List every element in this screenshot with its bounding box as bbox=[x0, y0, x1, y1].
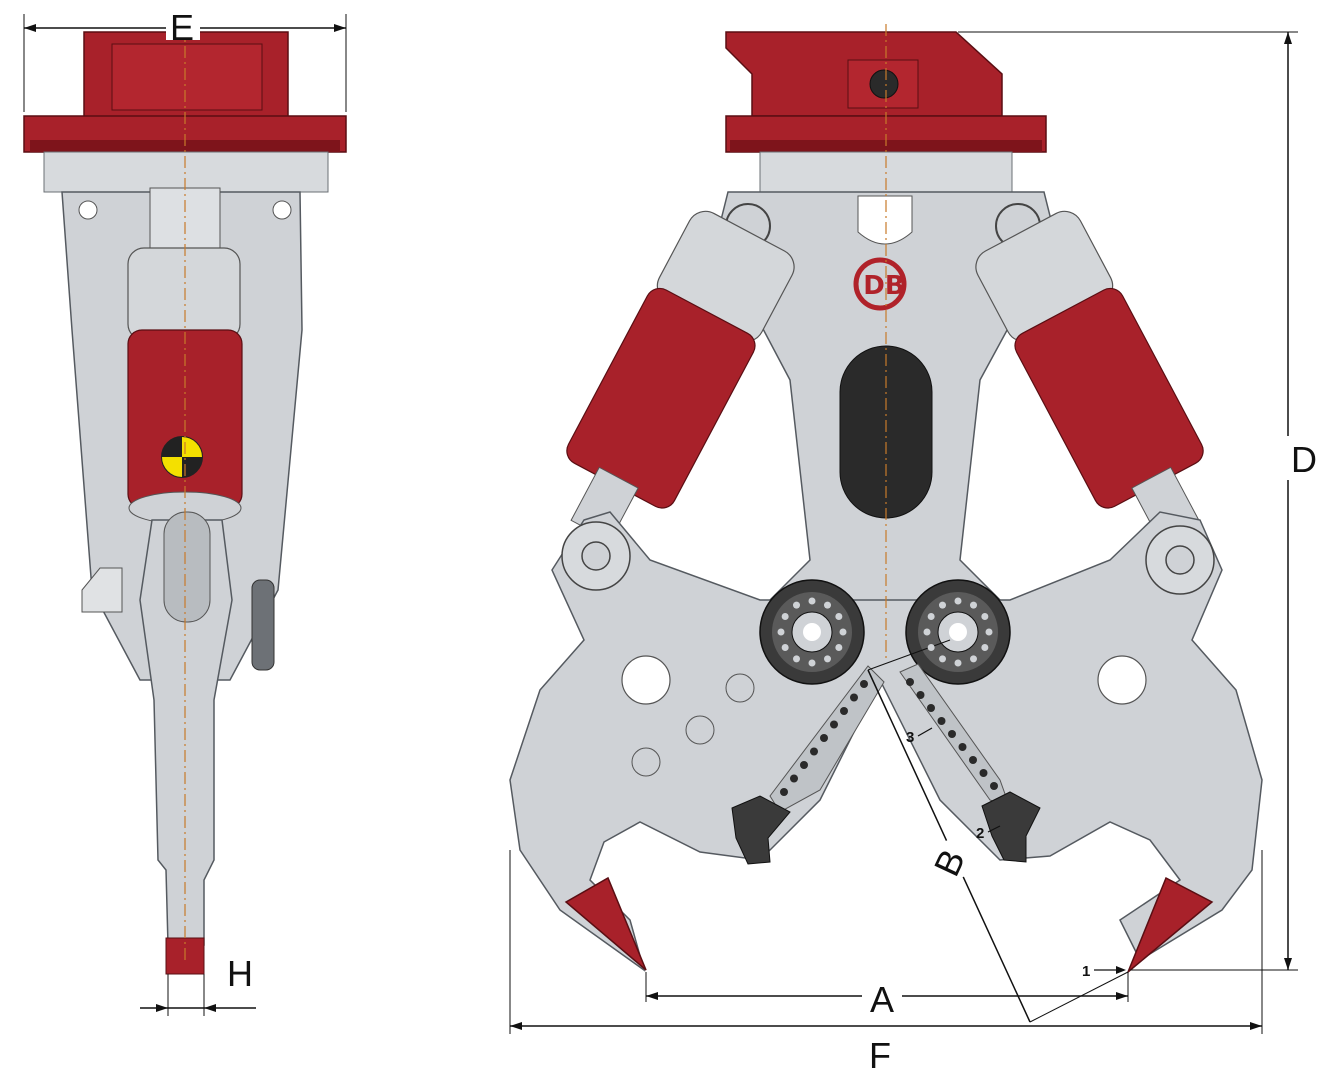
hub-bolt-right bbox=[954, 659, 962, 667]
dimension-label-F: F bbox=[869, 1035, 891, 1076]
marker-2: 2 bbox=[976, 825, 1001, 842]
front-jaw-body bbox=[509, 511, 1263, 972]
hub-bolt-left bbox=[835, 644, 843, 651]
front-body-hole-small-3 bbox=[631, 747, 661, 777]
side-rotator-window bbox=[111, 43, 263, 111]
marker-1-label: 1 bbox=[1082, 963, 1090, 980]
hub-bolt-right bbox=[927, 613, 935, 620]
side-cylinder-head bbox=[127, 247, 241, 341]
blade-bolt-left bbox=[850, 693, 858, 702]
side-frame-hole-left bbox=[78, 200, 98, 220]
dimension-label-E: E bbox=[170, 7, 194, 48]
db-logo-icon: DB bbox=[853, 257, 907, 311]
blade-bolt-left bbox=[840, 707, 848, 715]
hub-bolt-left bbox=[839, 628, 847, 636]
dimension-A: A bbox=[645, 972, 1129, 1020]
pivot-hub-right bbox=[905, 579, 1011, 685]
blade-bolt-left bbox=[790, 774, 798, 783]
front-body-hole-small-1 bbox=[725, 673, 755, 703]
blade-bolt-left bbox=[800, 761, 808, 769]
blade-bolt-right bbox=[916, 691, 925, 699]
blade-bolt-left bbox=[820, 734, 828, 742]
blade-bolt-right bbox=[958, 743, 967, 751]
front-cylinder-left bbox=[566, 210, 795, 542]
hub-bolt-right bbox=[970, 601, 977, 609]
tooth-block-right bbox=[981, 791, 1041, 863]
front-body-hole-right bbox=[1097, 655, 1147, 705]
hub-bolt-left bbox=[808, 659, 816, 667]
dimension-label-D: D bbox=[1291, 439, 1317, 480]
marker-3: 3 bbox=[906, 727, 933, 746]
dimension-H: H bbox=[140, 953, 256, 1016]
blade-bolt-right bbox=[969, 756, 977, 764]
blade-bolt-left bbox=[830, 720, 838, 729]
hub-bolt-left bbox=[777, 628, 785, 636]
blade-bolt-right bbox=[906, 678, 914, 686]
hub-bolt-right bbox=[981, 613, 989, 620]
hub-bolt-right bbox=[970, 655, 977, 663]
blade-bolt-right bbox=[990, 782, 998, 790]
side-pivot-disk bbox=[251, 579, 275, 671]
side-adapter-plate bbox=[43, 151, 329, 193]
hub-bolt-left bbox=[781, 613, 789, 620]
jaw-tip-right bbox=[1127, 876, 1214, 973]
dimension-F: F bbox=[509, 850, 1263, 1076]
side-view bbox=[23, 24, 347, 975]
blade-bolt-left bbox=[860, 680, 868, 688]
hub-bolt-left bbox=[793, 655, 800, 663]
front-housing-slot bbox=[857, 195, 913, 245]
hub-bolt-left bbox=[808, 597, 816, 605]
front-lug-left-hole bbox=[581, 541, 611, 571]
blade-bolt-left bbox=[810, 747, 818, 756]
tooth-block-left bbox=[731, 795, 791, 865]
hub-bolt-right bbox=[985, 628, 993, 636]
dimension-label-A: A bbox=[870, 979, 894, 1020]
dimension-E: E bbox=[23, 7, 347, 112]
hub-bolt-left bbox=[824, 601, 831, 609]
front-body-hole-left bbox=[621, 655, 671, 705]
front-rotator-port bbox=[869, 69, 899, 99]
hub-bolt-right bbox=[981, 644, 989, 651]
hub-bolt-left bbox=[781, 644, 789, 651]
marker-3-label: 3 bbox=[906, 729, 914, 746]
hub-bolt-left bbox=[793, 601, 800, 609]
blade-bolt-right bbox=[948, 730, 956, 738]
marker-2-label: 2 bbox=[976, 825, 984, 842]
side-jaw-slot bbox=[163, 511, 211, 623]
side-frame-hole-right bbox=[272, 200, 292, 220]
front-body-hole-small-2 bbox=[685, 715, 715, 745]
hub-bolt-right bbox=[923, 628, 931, 636]
hub-bolt-right bbox=[954, 597, 962, 605]
front-lug-right-hole bbox=[1165, 545, 1195, 575]
side-lug bbox=[81, 567, 123, 613]
side-cylinder-rod-block bbox=[149, 187, 221, 251]
hub-bolt-right bbox=[939, 655, 946, 663]
front-cylinder-right bbox=[975, 210, 1204, 542]
hub-bolt-right bbox=[939, 601, 946, 609]
blade-bolt-right bbox=[979, 769, 988, 777]
blade-bolt-right bbox=[937, 717, 946, 725]
blade-bolt-left bbox=[780, 788, 788, 796]
dimension-D: D bbox=[958, 31, 1322, 971]
pivot-hub-left bbox=[759, 579, 865, 685]
hub-bolt-right bbox=[927, 644, 935, 651]
dimension-label-H: H bbox=[227, 953, 253, 994]
logo-text: DB bbox=[863, 271, 904, 301]
blade-bolt-right bbox=[927, 704, 935, 712]
marker-1: 1 bbox=[1082, 963, 1126, 980]
center-of-gravity-icon bbox=[161, 436, 203, 478]
hub-bolt-left bbox=[824, 655, 831, 663]
front-view: DB bbox=[509, 24, 1263, 973]
hub-bolt-left bbox=[835, 613, 843, 620]
jaw-tip-left bbox=[564, 876, 647, 971]
